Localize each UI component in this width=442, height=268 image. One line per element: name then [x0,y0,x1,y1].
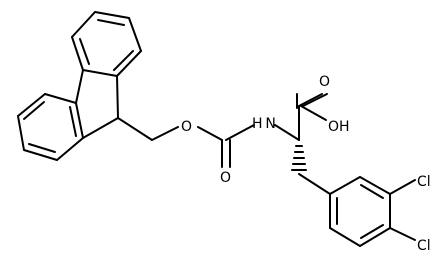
bond [23,149,58,161]
bond [329,176,361,195]
fmoc-linker [117,117,255,168]
bond [75,102,84,139]
chloro-bond-meta [389,179,416,195]
chloro-bond-para [389,227,416,241]
bond [117,117,153,141]
bond [71,36,84,71]
chloro-para-label: Cl [417,238,431,254]
bond [360,224,384,239]
ester-oxygen-label: O [181,119,192,135]
bond [69,106,77,137]
bond [116,50,142,77]
bond [17,115,25,151]
chloro-meta-label: Cl [417,174,431,190]
bond [298,93,323,107]
bond [28,143,56,153]
bond [197,126,223,141]
fluorene-five-ring [75,69,119,139]
carbamate-oxygen-label: O [220,170,231,186]
bond [113,50,134,71]
bond [82,117,119,139]
bond [56,137,84,161]
bond [359,227,391,247]
stereo-hash-bond [291,145,307,171]
bond [75,69,84,104]
bond [23,101,45,120]
bond [300,105,327,121]
bond [44,93,77,104]
bond [359,176,391,195]
amino-acid-backbone [274,93,328,141]
bond [82,69,118,77]
bond [94,11,130,19]
bond [302,93,328,107]
bond [116,75,119,119]
amide-nitrogen-label: H N [252,116,276,132]
bond [17,93,46,117]
bond [329,227,361,247]
bond [97,19,125,26]
bond [79,38,90,65]
bond [128,17,142,52]
bond [274,124,300,141]
bond [360,184,384,199]
dichlorophenyl-ring [329,176,391,247]
fluorene-upper-ring [71,11,142,77]
carboxyl-oxygen-label: O [319,74,330,90]
bond [225,124,255,141]
benzyl-bond [298,173,331,195]
bond [151,126,179,141]
fluorene-lower-ring [17,93,84,161]
hydroxyl-label: OH [328,119,350,135]
bond [71,11,96,38]
